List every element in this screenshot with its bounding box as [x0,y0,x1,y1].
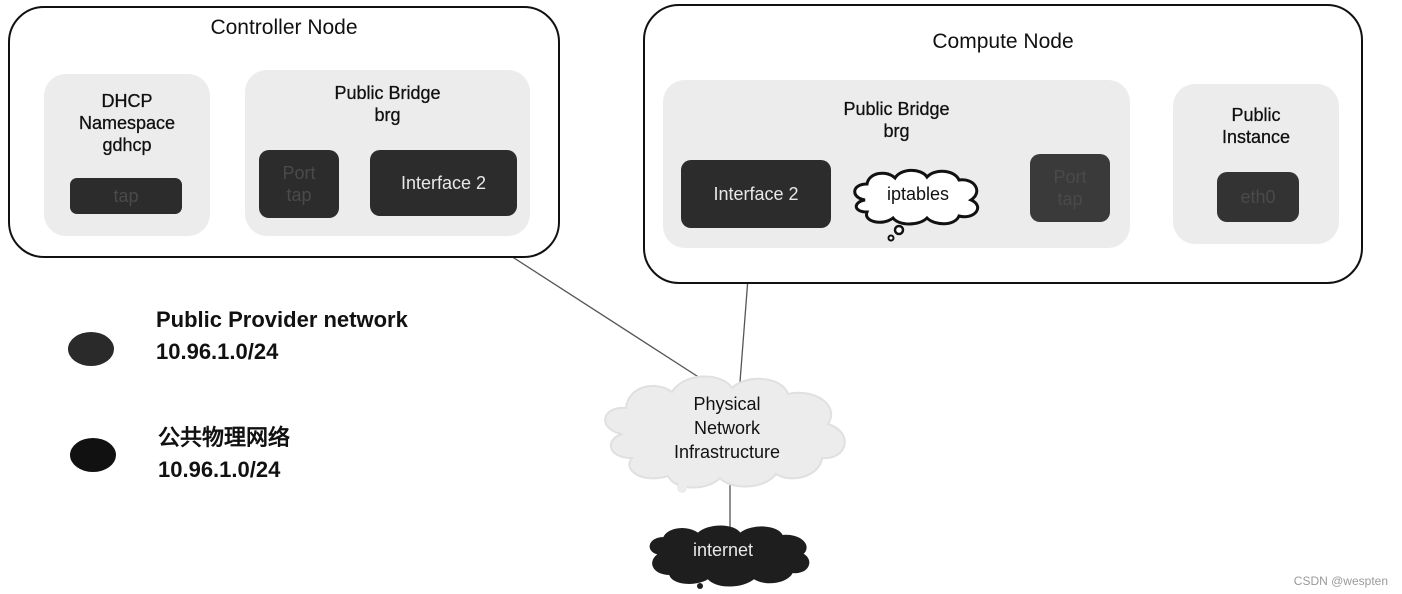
watermark: CSDN @wespten [1293,574,1388,588]
controller-node: Controller Node DHCP Namespace gdhcp tap… [8,6,560,258]
legend-provider-subnet: 10.96.1.0/24 [156,339,279,364]
physical-label-line: Network [693,418,760,438]
compute-node-title: Compute Node [932,30,1074,53]
legend-provider-title: Public Provider network [156,307,408,332]
public-instance-panel: Public Instance eth0 [1173,84,1339,244]
bridge-label-line: brg [374,105,401,125]
instance-label-line: Public [1231,105,1281,125]
controller-bridge-label: Public Bridge brg [245,82,530,126]
compute-interface-2[interactable]: Interface 2 [681,160,831,228]
instance-label: Public Instance [1173,104,1339,148]
internet-cloud-icon [649,525,810,589]
port-label-line: Port [1053,167,1087,187]
iptables-text: iptables [886,184,950,204]
physical-label-line: Infrastructure [673,442,781,462]
port-label-line: tap [1057,189,1083,209]
bridge-label-line: Public Bridge [334,83,441,103]
interface-label: Interface 2 [400,173,487,193]
iptables-label: iptables [863,182,973,206]
compute-public-bridge-panel: Public Bridge brg Interface 2 iptables P… [663,80,1130,248]
physical-network-label: Physical Network Infrastructure [642,392,812,464]
dhcp-label-line: DHCP [101,91,153,111]
bridge-label-line: Public Bridge [843,99,950,119]
controller-port-tap[interactable]: Port tap [259,150,339,218]
dhcp-namespace-label: DHCP Namespace gdhcp [44,90,210,156]
legend-physical-text: 公共物理网络 10.96.1.0/24 [158,422,290,486]
bridge-label-line: brg [883,121,910,141]
controller-node-title: Controller Node [210,16,358,39]
dhcp-label-line: Namespace [78,113,176,133]
interface-label: Interface 2 [713,184,799,204]
iptables-cloud-icon [853,168,980,242]
legend-physical-subnet: 10.96.1.0/24 [158,457,281,482]
eth0-label: eth0 [1240,187,1276,207]
port-label-line: Port [282,163,316,183]
legend-physical-title: 公共物理网络 [158,425,291,450]
physical-label-line: Physical [693,394,761,414]
instance-label-line: Instance [1221,127,1291,147]
dhcp-label-line: gdhcp [102,135,152,155]
compute-bridge-label: Public Bridge brg [663,98,1130,142]
controller-public-bridge-panel: Public Bridge brg Port tap Interface 2 [245,70,530,236]
dhcp-namespace-panel: DHCP Namespace gdhcp tap [44,74,210,236]
legend-physical-dot [70,438,116,472]
legend-provider-text: Public Provider network 10.96.1.0/24 [156,304,408,368]
dhcp-tap-label: tap [113,186,139,206]
port-label-line: tap [286,185,312,205]
compute-node: Compute Node Public Bridge brg Interface… [643,4,1363,284]
internet-label: internet [660,538,786,562]
controller-interface-2[interactable]: Interface 2 [370,150,517,216]
compute-port-tap[interactable]: Port tap [1030,154,1110,222]
dhcp-tap-port[interactable]: tap [70,178,182,214]
legend-provider-dot [68,332,114,366]
internet-text: internet [692,540,754,560]
instance-eth0[interactable]: eth0 [1217,172,1299,222]
physical-network-cloud-icon [604,375,846,493]
